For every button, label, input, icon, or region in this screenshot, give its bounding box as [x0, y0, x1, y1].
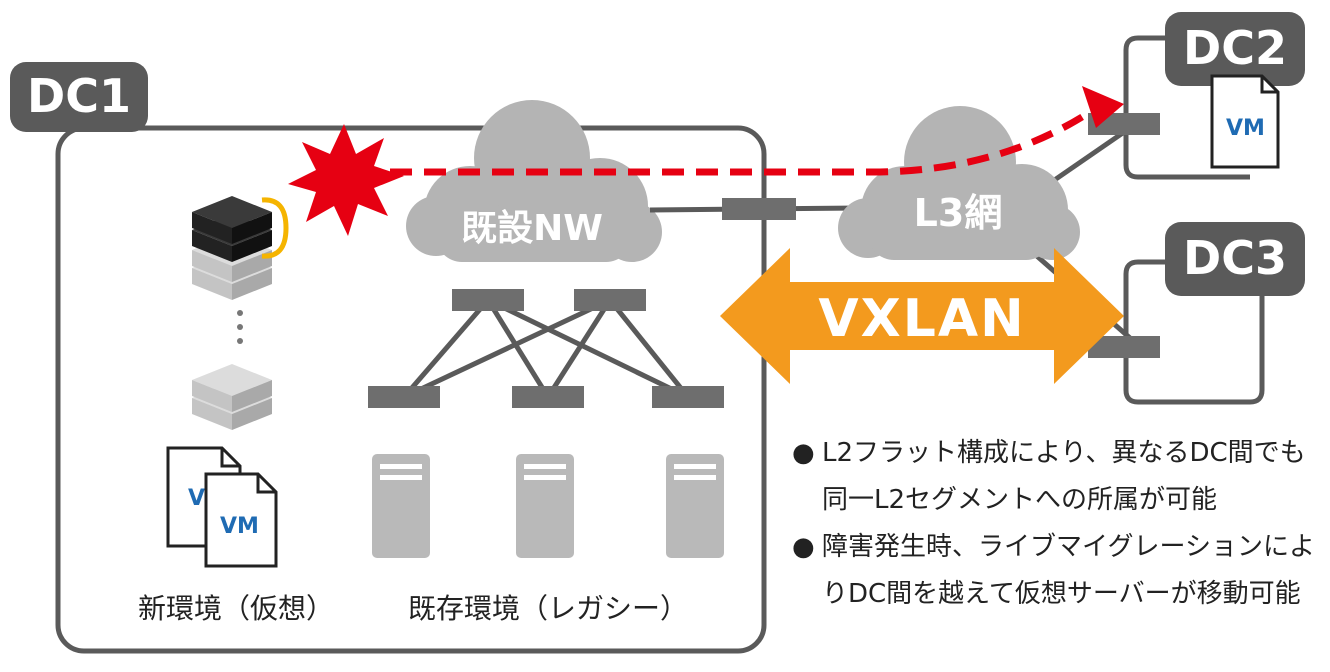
- dc1-tab: [10, 62, 148, 132]
- svg-text:VM: VM: [220, 514, 259, 539]
- legacy-server-3: [666, 454, 724, 558]
- migration-arrow-head: [1082, 86, 1124, 128]
- l3-network-cloud: [838, 106, 1080, 260]
- vxlan-double-arrow: [720, 248, 1124, 384]
- note-item: ● L2フラット構成により、異なるDC間でも同一L2セグメントへの所属が可能: [792, 430, 1317, 524]
- failure-burst-icon: [288, 124, 404, 236]
- l3-network-label: L3網: [914, 191, 1003, 235]
- access-switch-2: [512, 386, 584, 408]
- legacy-env-label: 既存環境（レガシー）: [408, 592, 688, 625]
- note-text: L2フラット構成により、異なるDC間でも同一L2セグメントへの所属が可能: [822, 438, 1306, 515]
- legacy-server-1: [372, 454, 430, 558]
- note-item: ● 障害発生時、ライブマイグレーションによりDC間を越えて仮想サーバーが移動可能: [792, 524, 1317, 618]
- ellipsis-dot-2: [237, 324, 243, 330]
- dc2-vm-document-icon: VM: [1210, 74, 1280, 169]
- migration-dashed-arrow: [390, 109, 1092, 176]
- existing-nw-cloud: [406, 100, 662, 262]
- dc3-tab: [1165, 222, 1305, 296]
- dc2-frame: [1123, 35, 1250, 180]
- core-switch-1: [452, 289, 524, 311]
- notes-list: ● L2フラット構成により、異なるDC間でも同一L2セグメントへの所属が可能 ●…: [792, 430, 1317, 618]
- virtual-host-server-stack: [192, 196, 272, 300]
- svg-text:VM: VM: [1226, 116, 1265, 141]
- switch-mesh-links: [402, 297, 690, 400]
- dc2-label: DC2: [1183, 21, 1287, 75]
- existing-nw-label: 既設NW: [461, 208, 603, 249]
- core-switch-2: [574, 289, 646, 311]
- virtual-host-server-lower: [192, 364, 272, 430]
- vxlan-label: VXLAN: [818, 289, 1025, 349]
- ellipsis-dot-3: [237, 338, 243, 344]
- dc2-tab: [1165, 12, 1305, 86]
- access-switch-1: [368, 386, 440, 408]
- note-bullet: ●: [792, 532, 815, 562]
- dc3-label: DC3: [1183, 231, 1287, 285]
- dc1-label: DC1: [27, 69, 131, 123]
- link-failure-cable-icon: [261, 197, 289, 259]
- dc3-edge-switch: [1088, 336, 1160, 358]
- ellipsis-dot-1: [237, 310, 243, 316]
- legacy-server-2: [516, 454, 574, 558]
- note-text: 障害発生時、ライブマイグレーションによりDC間を越えて仮想サーバーが移動可能: [822, 532, 1315, 609]
- note-bullet: ●: [792, 438, 815, 468]
- link-switch-port: [722, 198, 796, 220]
- dc3-frame: [1123, 259, 1265, 405]
- vm-document-front-icon: VM: [204, 472, 278, 568]
- new-env-label: 新環境（仮想）: [138, 592, 334, 625]
- access-switch-3: [652, 386, 724, 408]
